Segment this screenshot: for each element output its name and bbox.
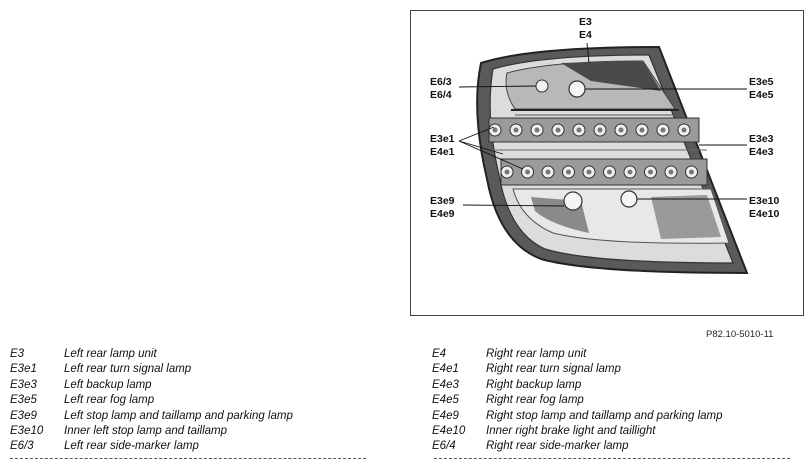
leader-line [458, 140, 524, 170]
callout-e3e5: E3e5 [749, 76, 774, 88]
taillamp-figure: E3 E4 E6/3 E6/4 E3e5 E4e5 E3e1 E4e1 E3e3… [410, 10, 804, 316]
legend-code: E3e1 [10, 363, 37, 376]
led-lamp-core [681, 127, 687, 133]
led-lamp-core [689, 169, 694, 175]
callout-e4e9: E4e9 [430, 208, 455, 220]
dashed-divider [10, 458, 366, 459]
legend-code: E4e5 [432, 394, 459, 407]
legend-code: E3e3 [10, 378, 37, 391]
callout-e3e3: E3e3 [749, 133, 774, 145]
legend-desc: Left rear turn signal lamp [64, 363, 192, 376]
lower-chamber-shadow [651, 195, 721, 239]
legend-desc: Right rear fog lamp [486, 394, 584, 407]
legend-code: E3 [10, 348, 25, 360]
legend-row: E3e3 Left backup lamp [10, 378, 293, 393]
legend-right: E4 Right rear lamp unit E4e1 Right rear tu… [432, 347, 723, 455]
legend-code: E3e9 [10, 409, 37, 422]
callout-e4e5: E4e5 [749, 89, 774, 101]
upper-chamber-shadow [561, 61, 661, 91]
callout-e3e1: E3e1 [430, 133, 455, 145]
legend-left: E3 Left rear lamp unit E3e1 Left rear turn… [10, 347, 293, 455]
callout-e3: E3 [579, 16, 592, 28]
legend-row: E4e10 Inner right brake light and taillig… [432, 424, 723, 439]
led-lamp-core [660, 127, 666, 133]
led-lamp-core [639, 127, 645, 133]
legend-code: E6/4 [432, 440, 456, 453]
legend-row: E3 Left rear lamp unit [10, 347, 293, 362]
stop-lamp-bulb [563, 191, 583, 211]
legend-row: E3e5 Left rear fog lamp [10, 393, 293, 408]
legend-row: E4e5 Right rear fog lamp [432, 393, 723, 408]
legend-desc: Right backup lamp [486, 378, 582, 391]
leader-line [458, 126, 495, 142]
led-lamp-core [607, 169, 612, 175]
legend-desc: Inner right brake light and taillight [486, 424, 656, 437]
legend-row: E4e3 Right backup lamp [432, 378, 723, 393]
led-array [488, 123, 698, 179]
legend-desc: Inner left stop lamp and taillamp [64, 424, 228, 437]
legend-code: E4e3 [432, 378, 459, 391]
legend-row: E3e1 Left rear turn signal lamp [10, 362, 293, 377]
led-lamp-core [525, 169, 530, 175]
legend-row: E4e1 Right rear turn signal lamp [432, 362, 723, 377]
legend-desc: Right rear side-marker lamp [486, 440, 629, 453]
legend-code: E4e9 [432, 409, 459, 422]
callout-e3e10: E3e10 [749, 195, 780, 207]
legend-code: E3e10 [10, 424, 44, 437]
leader-line [586, 42, 590, 64]
legend-code: E4e1 [432, 363, 459, 376]
callout-e4e10: E4e10 [749, 208, 780, 220]
figure-reference: P82.10-5010-11 [706, 329, 774, 340]
dashed-divider [434, 458, 790, 459]
legend-desc: Right stop lamp and taillamp and parking… [486, 409, 723, 422]
legend-desc: Left stop lamp and taillamp and parking … [64, 409, 293, 422]
callout-e6-4: E6/4 [430, 89, 452, 101]
legend-desc: Left rear lamp unit [64, 348, 157, 360]
legend-desc: Right rear turn signal lamp [486, 363, 621, 376]
led-lamp-core [504, 169, 510, 175]
callout-e4e1: E4e1 [430, 146, 455, 158]
led-lamp-core [627, 169, 633, 175]
leader-line [458, 85, 537, 88]
legend-row: E6/4 Right rear side-marker lamp [432, 439, 723, 454]
legend-desc: Left backup lamp [64, 378, 152, 391]
taillamp-diagram: E3 E4 E6/3 E6/4 E3e5 E4e5 E3e1 E4e1 E3e3… [430, 16, 780, 275]
led-lamp-core [668, 169, 674, 175]
fog-lamp-bulb [568, 80, 586, 98]
legend-desc: Right rear lamp unit [486, 348, 587, 360]
led-lamp-core [597, 127, 603, 133]
legend-desc: Left rear fog lamp [64, 394, 155, 407]
led-lamp-core [648, 169, 653, 175]
callout-e6-3: E6/3 [430, 76, 452, 88]
led-lamp-core [513, 127, 519, 133]
legend-code: E3e5 [10, 394, 37, 407]
callout-e3e9: E3e9 [430, 195, 455, 207]
callout-e4: E4 [579, 29, 592, 41]
led-lamp-core [566, 169, 571, 175]
legend-row: E4 Right rear lamp unit [432, 347, 723, 362]
inner-stop-lamp-bulb [620, 190, 638, 208]
legend-row: E3e10 Inner left stop lamp and taillamp [10, 424, 293, 439]
led-lamp-core [492, 127, 498, 133]
led-lamp-core [618, 127, 624, 133]
callout-e4e3: E4e3 [749, 146, 774, 158]
led-lamp-core [555, 127, 561, 133]
led-lamp-core [586, 169, 592, 175]
leader-line [458, 140, 504, 155]
legend-row: E4e9 Right stop lamp and taillamp and par… [432, 409, 723, 424]
legend-code: E6/3 [10, 440, 34, 453]
led-lamp-core [545, 169, 551, 175]
leader-lines [458, 42, 747, 207]
legend-row: E3e9 Left stop lamp and taillamp and park… [10, 409, 293, 424]
legend-row: E6/3 Left rear side-marker lamp [10, 439, 293, 454]
led-lamp-core [534, 127, 540, 133]
legend-code: E4e10 [432, 424, 466, 437]
side-marker-lamp-bulb [535, 79, 549, 93]
led-lamp-core [576, 127, 582, 133]
legend-code: E4 [432, 348, 447, 360]
leader-line [462, 204, 565, 207]
legend-desc: Left rear side-marker lamp [64, 440, 199, 453]
